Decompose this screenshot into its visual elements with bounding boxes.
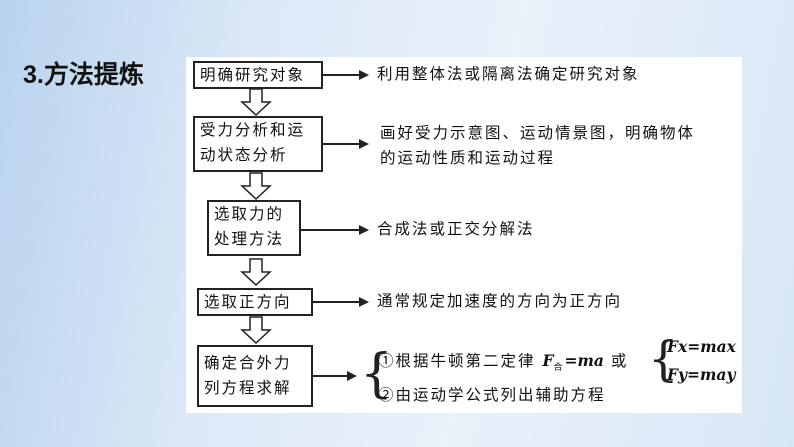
step-result: 利用整体法或隔离法确定研究对象 — [377, 65, 640, 83]
formula-F: F — [542, 351, 554, 370]
right-arrow — [323, 70, 369, 80]
formula-rest: =ma — [564, 351, 604, 370]
step-box-force-method: 选取力的处理方法 — [207, 200, 301, 256]
step-result-kinematics: ②由运动学公式列出辅助方程 — [378, 386, 606, 404]
formula-fy: Fy=may — [667, 362, 735, 388]
slide-title: 3.方法提炼 — [23, 61, 144, 89]
box-line: 处理方法 — [214, 230, 285, 248]
box-line: 动状态分析 — [200, 146, 288, 164]
result-line: 画好受力示意图、运动情景图，明确物体 — [380, 124, 696, 142]
down-arrow-icon — [240, 88, 272, 116]
formula-fx: Fx=max — [667, 334, 736, 360]
box-line: 确定合外力 — [204, 354, 292, 372]
down-arrow-icon — [240, 258, 272, 286]
left-brace: { — [648, 331, 679, 387]
step-result: 画好受力示意图、运动情景图，明确物体的运动性质和运动过程 — [380, 121, 695, 171]
step-box-force-analysis: 受力分析和运动状态分析 — [193, 116, 323, 172]
right-arrow — [323, 139, 369, 149]
formula-sub: 合 — [553, 363, 565, 374]
box-line: 列方程求解 — [204, 379, 292, 397]
down-arrow-icon — [240, 316, 272, 344]
box-line: 受力分析和运 — [200, 121, 306, 139]
fy-text: Fy=may — [667, 365, 736, 384]
right-arrow — [313, 297, 369, 307]
or-text: 或 — [610, 352, 629, 370]
step-box-solve-equations: 确定合外力列方程求解 — [197, 345, 313, 407]
result-line: 的运动性质和运动过程 — [380, 149, 556, 167]
step-result: 通常规定加速度的方向为正方向 — [377, 292, 623, 310]
step-result-newton: ①根据牛顿第二定律 F合=ma 或 — [378, 348, 628, 381]
left-brace: { — [360, 344, 394, 404]
down-arrow-icon — [240, 172, 272, 200]
right-arrow — [313, 371, 357, 381]
newton-text: ①根据牛顿第二定律 — [378, 352, 536, 370]
step-box-positive-direction: 选取正方向 — [197, 288, 313, 316]
box-line: 选取力的 — [214, 205, 285, 223]
step-box-identify-object: 明确研究对象 — [193, 61, 323, 89]
right-arrow — [301, 225, 369, 235]
fx-text: Fx=max — [667, 337, 736, 356]
step-result: 合成法或正交分解法 — [377, 220, 535, 238]
